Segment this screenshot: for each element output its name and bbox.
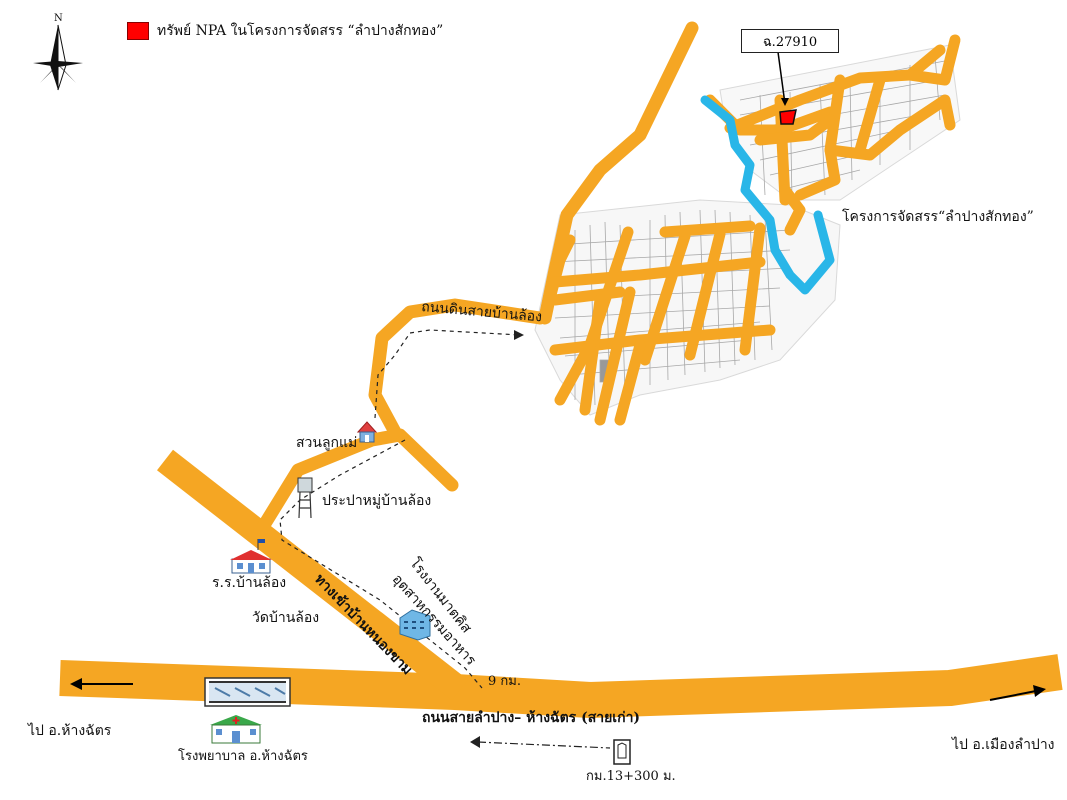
dirt-road bbox=[368, 298, 547, 439]
hospital-label: โรงพยาบาล อ.ห้างฉัตร bbox=[178, 749, 308, 764]
temple-label: วัดบ้านล้อง bbox=[252, 610, 320, 626]
school-icon bbox=[230, 539, 272, 574]
legend-swatch bbox=[127, 22, 149, 40]
arrow-right-icon bbox=[989, 685, 1046, 701]
garden-label: สวนลูกแม่ bbox=[296, 435, 358, 451]
callout-pointer bbox=[777, 51, 786, 105]
factory-icon bbox=[399, 609, 431, 641]
roads bbox=[59, 21, 1063, 718]
distance-label: 9 กม. bbox=[488, 674, 521, 689]
waterworks-label: ประปาหมู่บ้านล้อง bbox=[322, 493, 432, 509]
bridge-icon bbox=[204, 677, 291, 707]
water-tower-icon bbox=[297, 477, 313, 519]
km-marker-label: กม.13+300 ม. bbox=[586, 769, 676, 784]
callout-box: ฉ.27910 bbox=[741, 29, 839, 53]
legend-label: ทรัพย์ NPA ในโครงการจัดสรร “ลำปางสักทอง” bbox=[157, 23, 444, 39]
upper-project-roads bbox=[704, 34, 961, 236]
main-road bbox=[59, 654, 1063, 718]
npa-plot[interactable] bbox=[779, 109, 797, 125]
km-route bbox=[477, 741, 611, 749]
arrow-left-icon bbox=[70, 678, 133, 690]
house-icon bbox=[356, 421, 378, 443]
project-label: โครงการจัดสรร“ลำปางสักทอง” bbox=[842, 209, 1034, 225]
to-east-label: ไป อ.เมืองลำปาง bbox=[952, 737, 1055, 753]
to-west-label: ไป อ.ห้างฉัตร bbox=[28, 723, 112, 739]
project-roads bbox=[539, 220, 776, 426]
hospital-icon bbox=[210, 715, 262, 744]
north-label: N bbox=[54, 13, 63, 24]
north-arrow-icon bbox=[33, 24, 83, 91]
dashed-routes bbox=[279, 329, 521, 689]
river bbox=[700, 95, 835, 295]
legend: ทรัพย์ NPA ในโครงการจัดสรร “ลำปางสักทอง” bbox=[127, 22, 443, 40]
entry-road bbox=[157, 449, 468, 701]
school-label: ร.ร.บ้านล้อง bbox=[212, 575, 287, 591]
main-road-label: ถนนสายลำปาง– ห้างฉัตร (สายเก่า) bbox=[422, 710, 641, 726]
km-marker-icon bbox=[613, 739, 631, 765]
